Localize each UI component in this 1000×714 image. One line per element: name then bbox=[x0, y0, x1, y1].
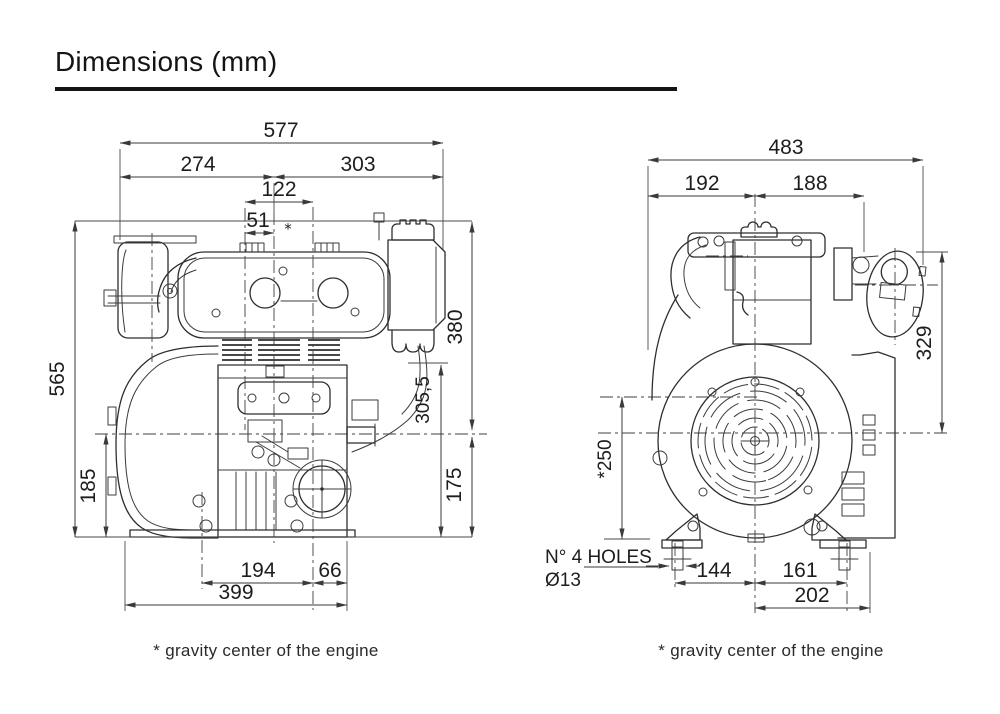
dim-crank-to-rear-face: 66 bbox=[318, 559, 341, 582]
front-view-caption: * gravity center of the engine bbox=[658, 641, 883, 660]
dim-left-foot-to-center: 144 bbox=[696, 559, 731, 582]
filler-opening-left bbox=[249, 277, 281, 309]
front-view: 483 192 188 329 *250 144 161 202 N° 4 HO… bbox=[545, 136, 948, 660]
dim-base-length: 399 bbox=[218, 581, 253, 604]
muffler bbox=[103, 235, 197, 339]
fuel-line bbox=[351, 345, 428, 453]
fuel-cap bbox=[391, 219, 435, 241]
oil-plug bbox=[652, 450, 668, 466]
block-right-edge bbox=[837, 351, 896, 539]
blower-housing bbox=[651, 294, 896, 539]
flywheel-shroud bbox=[107, 345, 219, 539]
mounting-feet bbox=[129, 494, 356, 538]
side-view-caption: * gravity center of the engine bbox=[153, 641, 378, 660]
tank-top-fittings bbox=[239, 212, 385, 253]
gravity-marker-asterisk: * bbox=[284, 220, 292, 238]
dim-crank-to-filter-top: 329 bbox=[913, 325, 936, 360]
side-view-dimension-lines bbox=[72, 140, 475, 608]
filler-opening-right bbox=[317, 277, 349, 309]
holes-note-line1: N° 4 HOLES bbox=[545, 547, 652, 568]
fan-grille bbox=[690, 376, 820, 506]
front-fuel-cap bbox=[740, 221, 778, 238]
side-view-extension-lines bbox=[75, 149, 472, 611]
dim-front-overall-width: 483 bbox=[768, 136, 803, 159]
engine-block bbox=[217, 364, 379, 538]
dim-overall-width: 577 bbox=[263, 119, 298, 142]
dim-base-to-crank: 185 bbox=[77, 468, 100, 503]
front-view-dimension-labels: 483 192 188 329 *250 144 161 202 N° 4 HO… bbox=[545, 136, 936, 607]
front-view-centerlines bbox=[598, 194, 948, 613]
cylinder-fins bbox=[222, 339, 340, 361]
aux-shaft-boss bbox=[292, 459, 352, 519]
dim-front-to-cylinder: 274 bbox=[180, 153, 215, 176]
side-view-engine-art bbox=[103, 212, 446, 539]
pto-shaft bbox=[346, 423, 376, 447]
air-filter bbox=[866, 250, 927, 338]
foot-hole-right bbox=[838, 540, 851, 548]
side-view: 577 274 303 122 51 * 565 185 380 305,5 1… bbox=[46, 119, 487, 660]
dim-top-to-crank: 380 bbox=[444, 309, 467, 344]
title-underline bbox=[55, 87, 677, 91]
breather bbox=[391, 329, 435, 353]
dim-foot-to-crank: 194 bbox=[240, 559, 275, 582]
front-view-dimension-lines bbox=[584, 157, 945, 611]
holes-note-line2: Ø13 bbox=[545, 570, 581, 591]
fuel-tank bbox=[177, 212, 446, 339]
dim-gravity-height: *250 bbox=[595, 439, 616, 478]
foot-hole-left bbox=[671, 540, 684, 548]
dim-center-to-right-foot: 161 bbox=[782, 559, 817, 582]
side-view-centerlines bbox=[95, 207, 487, 610]
side-view-dimension-labels: 577 274 303 122 51 * 565 185 380 305,5 1… bbox=[46, 119, 467, 604]
side-fins bbox=[803, 414, 876, 536]
dim-left-to-center: 192 bbox=[684, 172, 719, 195]
dim-breather-to-base: 305,5 bbox=[413, 376, 434, 424]
dim-cylinder-to-gravity: 51 bbox=[246, 209, 269, 232]
intake-bracket bbox=[833, 247, 879, 301]
page-title: Dimensions (mm) bbox=[55, 46, 278, 77]
dim-center-to-base-edge: 202 bbox=[794, 584, 829, 607]
valve-cover bbox=[237, 381, 331, 415]
dim-overall-height: 565 bbox=[46, 361, 69, 396]
lifting-handle bbox=[670, 236, 709, 319]
dim-crank-to-base: 175 bbox=[443, 467, 466, 502]
front-mounting-feet bbox=[661, 513, 867, 571]
dim-center-to-right: 188 bbox=[792, 172, 827, 195]
dim-cylinder-to-crank: 122 bbox=[261, 178, 296, 201]
choke-lever bbox=[736, 291, 749, 316]
rear-bracket bbox=[351, 399, 379, 421]
front-view-engine-art bbox=[651, 221, 927, 571]
injection-pump bbox=[247, 419, 283, 443]
front-fuel-tank bbox=[687, 232, 826, 345]
dim-cylinder-to-rear: 303 bbox=[340, 153, 375, 176]
